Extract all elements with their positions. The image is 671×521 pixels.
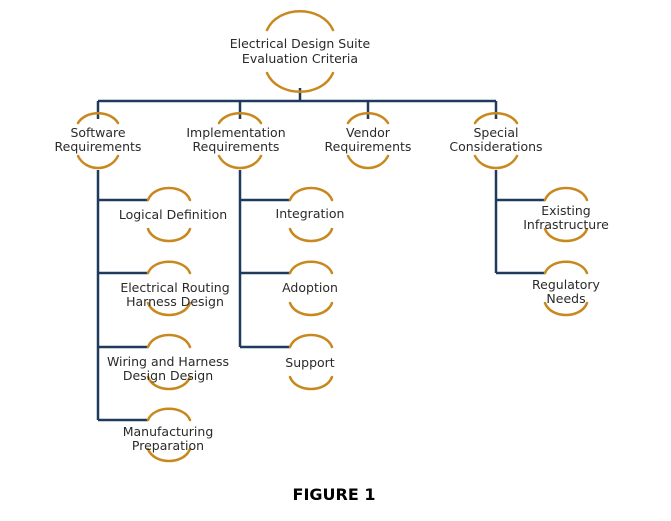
figure-caption: FIGURE 1 — [293, 485, 376, 504]
special-label-line2: Considerations — [449, 139, 542, 154]
implementation-label-line2: Requirements — [193, 139, 280, 154]
support-top-arc — [288, 333, 334, 349]
manufacturing-label-line1: Manufacturing — [123, 424, 214, 439]
manufacturing-bottom-arc — [146, 447, 192, 463]
support-label: Support — [285, 355, 335, 370]
software-top-arc — [76, 112, 120, 125]
electrical-routing-bottom-arc — [146, 301, 192, 317]
manufacturing-top-arc — [146, 407, 192, 422]
logical-definition-bottom-arc — [146, 227, 192, 243]
electrical-routing-label-line2: Harness Design — [126, 294, 224, 309]
integration-top-arc — [288, 186, 334, 202]
wiring-harness-label-line2: Design Design — [123, 368, 213, 383]
vendor-top-arc — [346, 112, 390, 125]
existing-infrastructure-label-line2: Infrastructure — [523, 217, 609, 232]
electrical-routing-top-arc — [146, 260, 192, 275]
root-label-line2: Evaluation Criteria — [242, 51, 358, 66]
software-bottom-arc — [76, 154, 120, 170]
wiring-harness-label-line1: Wiring and Harness — [107, 354, 229, 369]
existing-infrastructure-label-line1: Existing — [541, 203, 591, 218]
regulatory-needs-label-line1: Regulatory — [532, 277, 600, 292]
special-label-line1: Special — [473, 125, 518, 140]
software-label-line2: Requirements — [55, 139, 142, 154]
manufacturing-label-line2: Preparation — [132, 438, 204, 453]
adoption-bottom-arc — [288, 301, 334, 317]
root-top-arc — [265, 10, 335, 32]
existing-infrastructure-top-arc — [543, 186, 589, 202]
node-labels: Electrical Design Suite Evaluation Crite… — [55, 36, 610, 453]
special-top-arc — [473, 112, 519, 125]
adoption-label: Adoption — [282, 280, 338, 295]
regulatory-needs-label-line2: Needs — [546, 291, 585, 306]
regulatory-needs-top-arc — [543, 260, 589, 275]
regulatory-needs-bottom-arc — [543, 301, 589, 317]
logical-definition-top-arc — [146, 186, 192, 202]
vendor-label-line1: Vendor — [346, 125, 391, 140]
integration-label: Integration — [276, 206, 345, 221]
node-arcs — [76, 10, 589, 463]
root-label-line1: Electrical Design Suite — [230, 36, 371, 51]
special-bottom-arc — [473, 154, 519, 170]
adoption-top-arc — [288, 260, 334, 275]
vendor-bottom-arc — [346, 154, 390, 170]
software-label-line1: Software — [70, 125, 125, 140]
logical-definition-label: Logical Definition — [119, 207, 227, 222]
implementation-label-line1: Implementation — [186, 125, 285, 140]
implementation-top-arc — [217, 112, 263, 125]
wiring-harness-bottom-arc — [146, 375, 192, 391]
root-bottom-arc — [265, 71, 335, 93]
existing-infrastructure-bottom-arc — [543, 227, 589, 243]
support-bottom-arc — [288, 375, 334, 391]
implementation-bottom-arc — [217, 154, 263, 170]
integration-bottom-arc — [288, 227, 334, 243]
wiring-harness-top-arc — [146, 333, 192, 349]
connector-lines — [96, 88, 545, 422]
vendor-label-line2: Requirements — [325, 139, 412, 154]
electrical-routing-label-line1: Electrical Routing — [120, 280, 229, 295]
